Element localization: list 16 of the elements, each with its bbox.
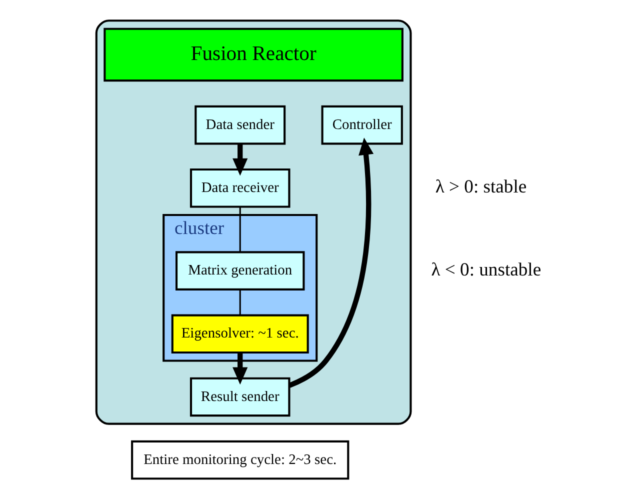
node-box: Data receiver xyxy=(189,168,290,208)
label: λ > 0: stable xyxy=(434,176,526,198)
node-box: Entire monitoring cycle: 2~3 sec. xyxy=(130,440,349,480)
node-box: Result sender xyxy=(189,377,290,417)
node-box: Matrix generation xyxy=(175,251,304,290)
node-box: Data sender xyxy=(194,105,286,145)
connector xyxy=(238,290,240,316)
node-box: Eigensolver: ~1 sec. xyxy=(170,314,308,354)
arrow xyxy=(232,144,248,176)
connector xyxy=(238,207,240,252)
arrow xyxy=(288,138,374,388)
node-box: Controller xyxy=(320,105,402,145)
node-box: Fusion Reactor xyxy=(103,28,403,82)
label: λ < 0: unstable xyxy=(430,259,541,280)
cluster xyxy=(94,20,412,425)
arrow xyxy=(232,352,248,385)
